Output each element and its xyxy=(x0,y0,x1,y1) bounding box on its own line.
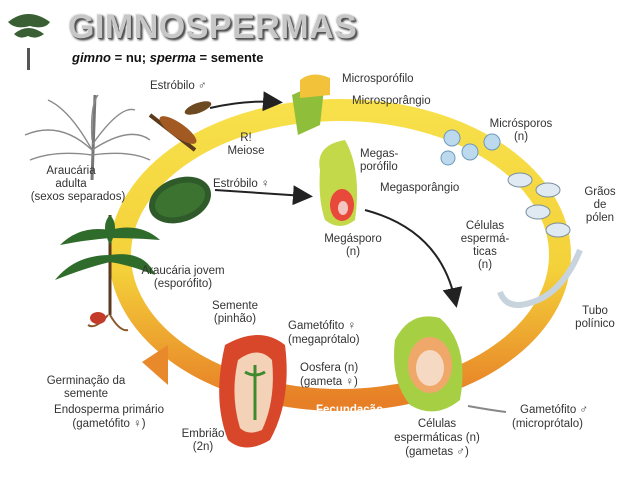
label-ticas: ticas xyxy=(473,246,497,258)
label-estrobilo-m: Estróbilo ♂ xyxy=(150,80,207,92)
label-esperma: espermá- xyxy=(460,233,510,245)
microspore-icon xyxy=(440,129,501,166)
label-celulas-n: (n) xyxy=(477,259,493,271)
label-gameta-f: (gameta ♀) xyxy=(300,376,358,388)
label-megasporangio: Megasporângio xyxy=(380,182,460,194)
arrow-megasporo xyxy=(364,209,463,308)
label-embriao-2n: (2n) xyxy=(192,441,214,453)
label-celulas-b: Células xyxy=(417,418,457,430)
label-germinacao-2: semente xyxy=(63,388,109,400)
arrow-estrobilo-m xyxy=(209,91,283,112)
label-esporofito: (esporófito) xyxy=(153,278,213,290)
label-gametas-m: (gametas ♂) xyxy=(405,446,469,458)
label-polen: pólen xyxy=(585,212,615,224)
label-endosperma: Endosperma primário xyxy=(54,404,164,416)
label-embriao: Embrião xyxy=(181,428,225,440)
label-germinacao: Germinação da xyxy=(46,375,126,387)
seedling-icon xyxy=(55,215,160,332)
label-fecundacao: Fecundação xyxy=(316,404,384,416)
label-araucaria-adulta-2: adulta xyxy=(55,178,87,190)
page-title: GIMNOSPERMAS xyxy=(68,8,358,46)
label-microsporos-n: (n) xyxy=(513,131,529,143)
label-pinhao: (pinhão) xyxy=(213,313,257,325)
pollen-icon xyxy=(507,172,571,238)
label-meiose: Meiose xyxy=(227,145,265,157)
subtitle-mid: = nu; xyxy=(111,50,150,65)
label-megasporofilo-2: porófilo xyxy=(360,161,398,173)
label-graos: Grãos xyxy=(584,186,616,198)
label-microsporofilo: Microsporófilo xyxy=(342,73,414,85)
label-estrobilo-f: Estróbilo ♀ xyxy=(213,178,270,190)
label-semente: Semente xyxy=(211,300,259,312)
microsporophyll-icon xyxy=(292,74,330,135)
label-r: R! xyxy=(240,132,252,144)
label-celulas-b-2: espermáticas (n) xyxy=(394,432,480,444)
label-de: de xyxy=(593,199,607,211)
subtitle-end: = semente xyxy=(195,50,264,65)
cycle-arrowhead xyxy=(142,345,168,385)
label-polinico: polínico xyxy=(575,318,615,330)
label-tubo: Tubo xyxy=(582,305,608,317)
arrow-fecundacao xyxy=(467,405,507,413)
label-megasporo-n: (n) xyxy=(345,246,361,258)
label-gametofito-f: Gametófito ♀ xyxy=(288,320,357,332)
araucaria-adult-icon xyxy=(24,94,151,181)
label-megasporo: Megásporo xyxy=(324,233,382,245)
label-microsporangio: Microsporângio xyxy=(352,95,431,107)
label-araucaria-jovem: Araucária jovem xyxy=(141,265,225,277)
ovule-icon xyxy=(394,316,463,412)
label-megaprotalo: (megaprótalo) xyxy=(288,334,360,346)
arrow-estrobilo-f xyxy=(214,185,313,206)
label-araucaria-adulta: Araucária xyxy=(46,165,96,177)
label-gametofito-f-b: (gametófito ♀) xyxy=(72,418,146,430)
label-microsporos: Micrósporos xyxy=(489,118,553,130)
page-subtitle: gimno = nu; sperma = semente xyxy=(72,50,263,65)
tree-icon xyxy=(8,14,50,70)
label-megasporofilo: Megas- xyxy=(360,148,399,160)
subtitle-gimno: gimno xyxy=(72,50,111,65)
pollen-tube-icon xyxy=(497,248,583,309)
male-cone-icon xyxy=(148,101,212,152)
label-microprotalo: (microprótalo) xyxy=(512,418,583,430)
label-celulas: Células xyxy=(465,220,505,232)
female-cone-icon xyxy=(149,176,211,224)
label-gametofito-m: Gametófito ♂ xyxy=(520,404,589,416)
subtitle-sperma: sperma xyxy=(149,50,196,65)
seed-icon xyxy=(219,335,287,448)
label-araucaria-adulta-3: (sexos separados) xyxy=(30,191,126,203)
megasporophyll-icon xyxy=(319,140,358,226)
label-oosfera: Oosfera (n) xyxy=(300,362,359,374)
